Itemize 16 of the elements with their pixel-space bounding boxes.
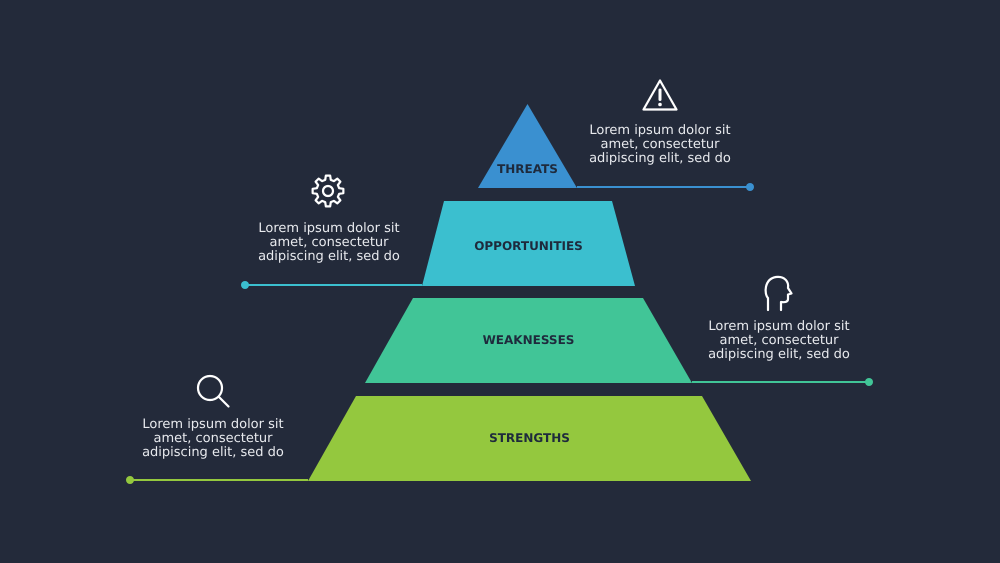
- tier-label: WEAKNESSES: [482, 333, 574, 347]
- pyramid-tier: [308, 396, 751, 481]
- tier-label: OPPORTUNITIES: [474, 239, 583, 253]
- description-text: Lorem ipsum dolor sit amet, consectetur adipiscing elit, sed do: [588, 124, 732, 166]
- description-text: Lorem ipsum dolor sit amet, consectetur adipiscing elit, sed do: [257, 222, 401, 264]
- pyramid-tier: [422, 201, 635, 286]
- tier-label: STRENGTHS: [489, 431, 570, 445]
- connector-line: [126, 476, 308, 484]
- connector-line: [241, 281, 422, 289]
- tier-label: THREATS: [497, 162, 558, 176]
- pyramid-tier: [478, 104, 577, 188]
- connector-line: [692, 378, 873, 386]
- connector-line: [577, 183, 754, 191]
- description-text: Lorem ipsum dolor sit amet, consectetur adipiscing elit, sed do: [141, 418, 285, 460]
- description-text: Lorem ipsum dolor sit amet, consectetur adipiscing elit, sed do: [707, 320, 851, 362]
- pyramid-tier: [365, 298, 692, 383]
